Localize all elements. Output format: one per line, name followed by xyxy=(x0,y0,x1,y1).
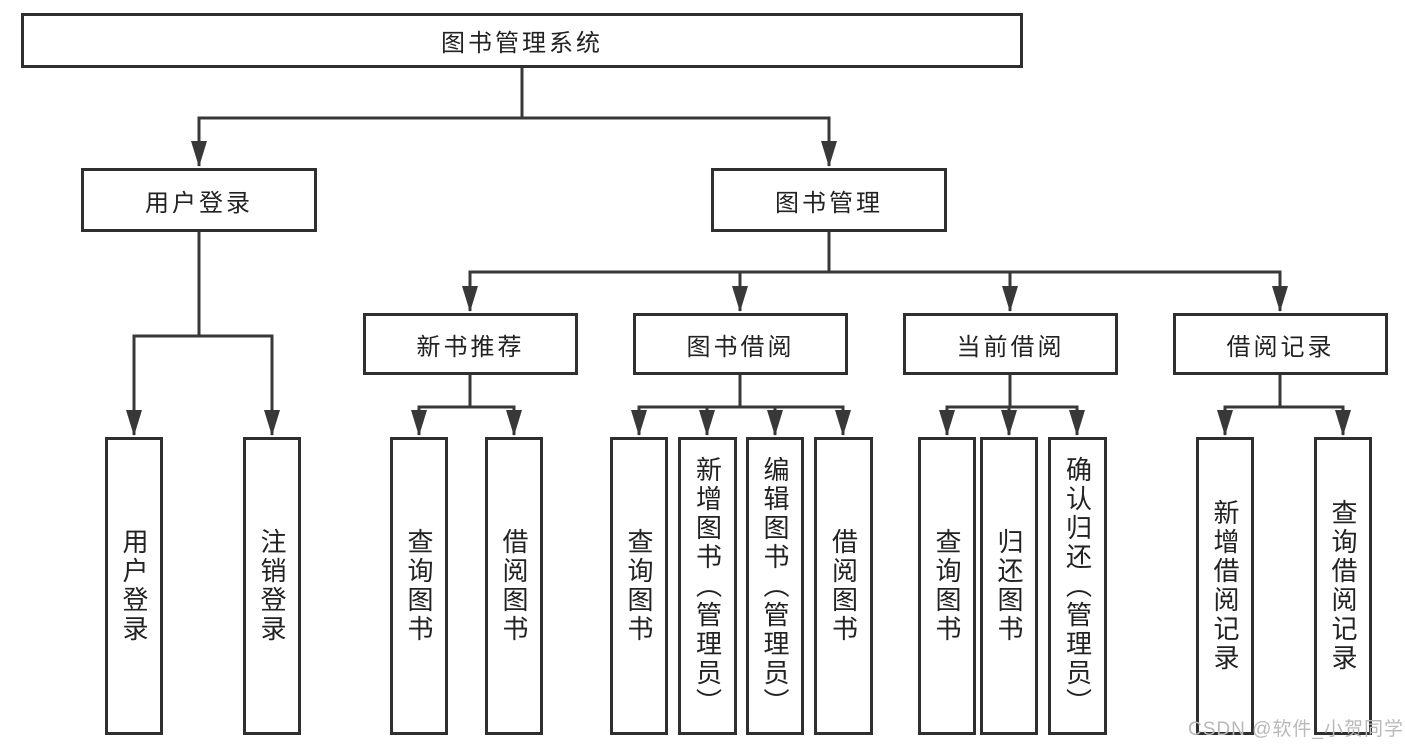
node-leaf-bb-add-book: 新增图书（管理员） xyxy=(678,437,737,735)
node-borrow-record: 借阅记录 xyxy=(1173,313,1388,375)
node-leaf-nb-query-book: 查询图书 xyxy=(390,437,448,735)
node-leaf-bb-query-book: 查询图书 xyxy=(610,437,668,735)
node-leaf-cb-query-book: 查询图书 xyxy=(918,437,976,735)
node-leaf-nb-borrow-book: 借阅图书 xyxy=(485,437,543,735)
csdn-watermark: CSDN @软件_小贺同学 xyxy=(1188,719,1404,740)
node-leaf-cb-return-book: 归还图书 xyxy=(980,437,1038,735)
node-leaf-br-query-record: 查询借阅记录 xyxy=(1314,437,1372,735)
node-leaf-cb-confirm-return: 确认归还（管理员） xyxy=(1048,437,1107,735)
node-user-login: 用户登录 xyxy=(81,168,317,232)
node-leaf-bb-borrow-book: 借阅图书 xyxy=(814,437,873,735)
node-root: 图书管理系统 xyxy=(21,13,1023,68)
node-leaf-user-login: 用户登录 xyxy=(105,437,163,735)
node-leaf-logout: 注销登录 xyxy=(243,437,301,735)
node-new-book-recommend: 新书推荐 xyxy=(363,313,578,375)
node-leaf-br-add-record: 新增借阅记录 xyxy=(1196,437,1254,735)
node-book-management: 图书管理 xyxy=(711,168,947,232)
node-current-borrow: 当前借阅 xyxy=(903,313,1118,375)
node-book-borrow: 图书借阅 xyxy=(633,313,848,375)
node-leaf-bb-edit-book: 编辑图书（管理员） xyxy=(746,437,804,735)
